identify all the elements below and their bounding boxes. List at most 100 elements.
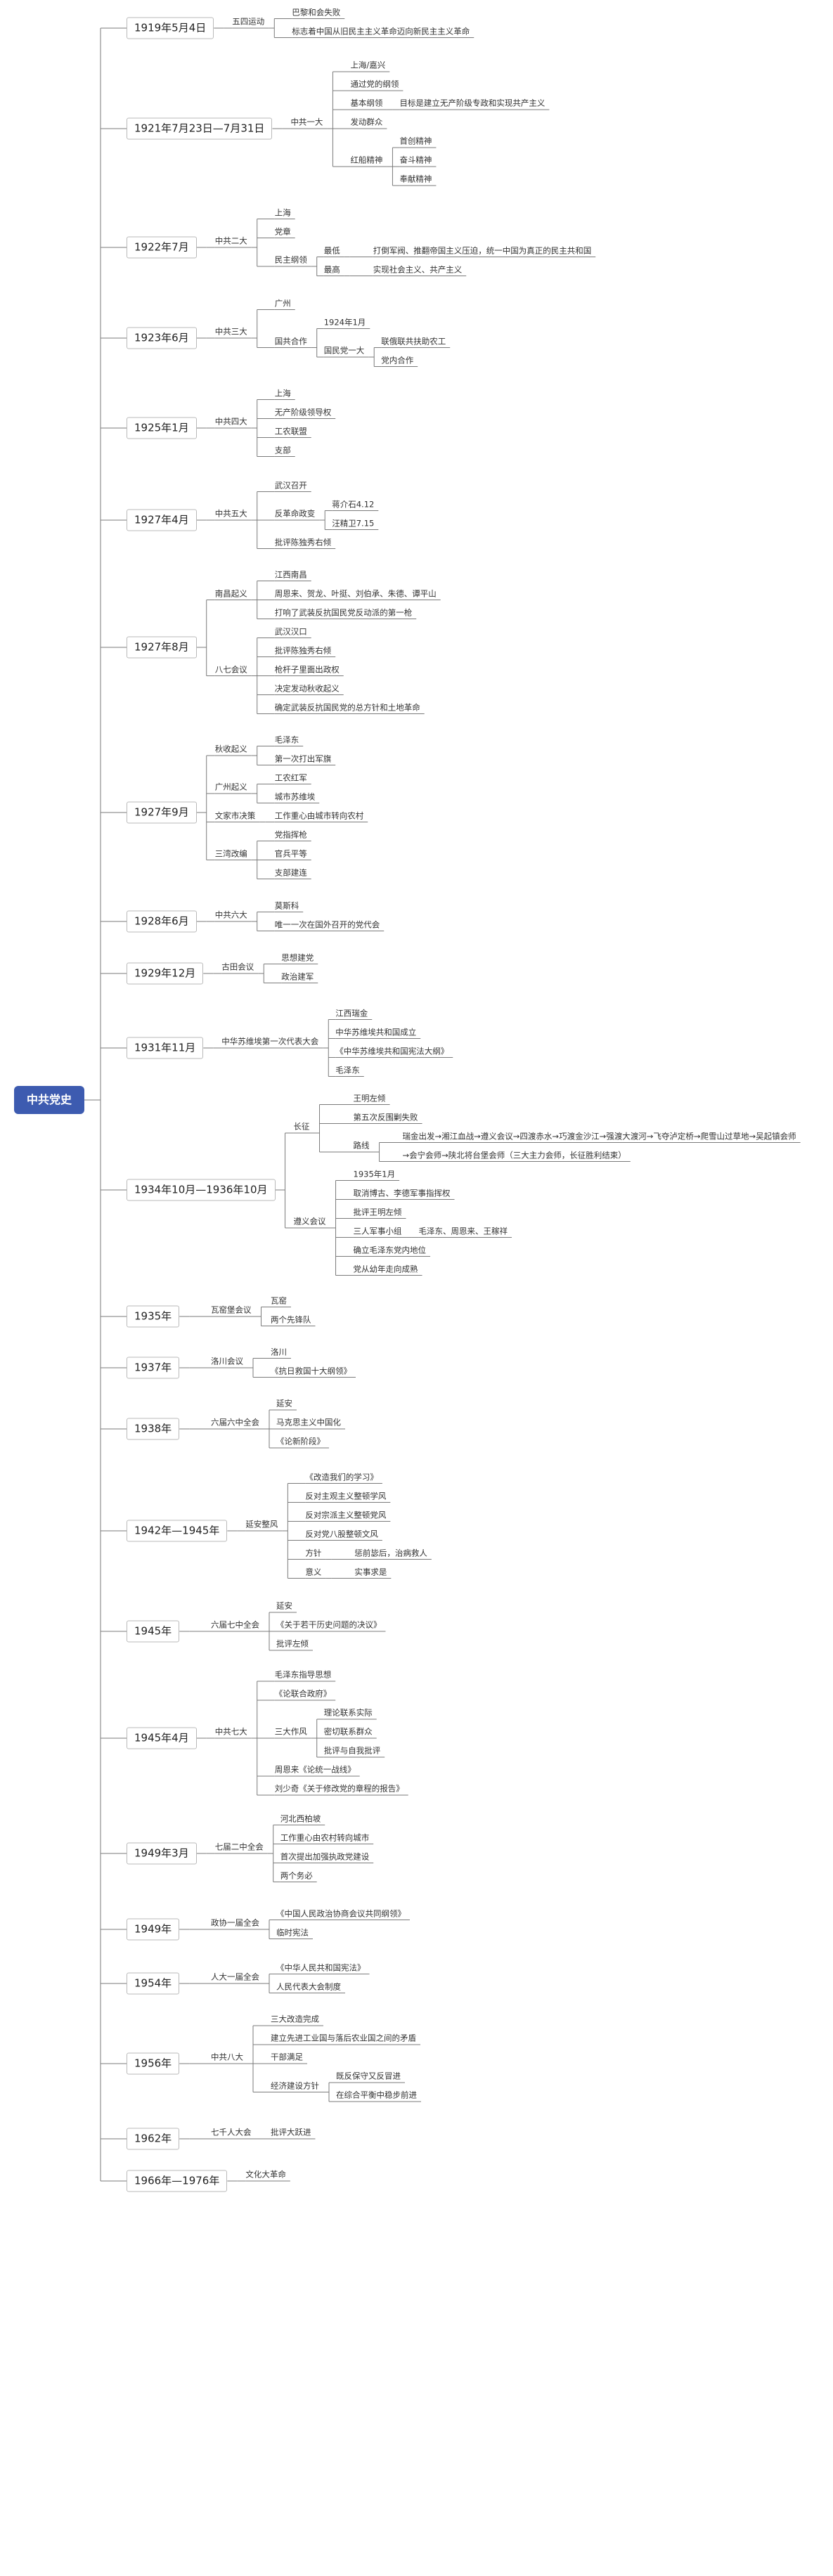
leaf-topic[interactable]: 武汉召开 [274, 480, 307, 490]
leaf-topic[interactable]: 瓦窑 [271, 1295, 287, 1305]
branch-topic[interactable]: 古田会议 [221, 962, 254, 972]
leaf-topic[interactable]: 反对党八股整顿文风 [305, 1529, 378, 1539]
leaf-topic[interactable]: 《中华人民共和国宪法》 [276, 1962, 366, 1972]
leaf-topic[interactable]: 《中国人民政治协商会议共同纲领》 [276, 1908, 406, 1918]
leaf-topic[interactable]: 工农联盟 [274, 426, 307, 436]
leaf-topic[interactable]: 毛泽东 [335, 1065, 360, 1075]
leaf-topic[interactable]: 批评陈独秀右倾 [274, 645, 332, 655]
date-node[interactable]: 1962年 [127, 2128, 180, 2150]
branch-topic[interactable]: 七届二中全会 [214, 1842, 264, 1852]
leaf-topic[interactable]: 第五次反围剿失败 [353, 1112, 418, 1122]
leaf-topic[interactable]: 无产阶级领导权 [274, 407, 332, 417]
leaf-topic[interactable]: 周恩来、贺龙、叶挺、刘伯承、朱德、谭平山 [274, 588, 437, 598]
leaf-topic[interactable]: 反对主观主义整顿学风 [305, 1491, 387, 1501]
leaf-topic[interactable]: 第一次打出军旗 [274, 753, 332, 763]
leaf-topic[interactable]: 《抗日救国十大纲领》 [271, 1366, 351, 1376]
date-node[interactable]: 1949年3月 [127, 1842, 197, 1865]
leaf-topic[interactable]: 枪杆子里面出政权 [274, 664, 340, 674]
leaf-topic[interactable]: 官兵平等 [274, 848, 307, 858]
leaf-topic[interactable]: 城市苏维埃 [274, 791, 316, 801]
branch-topic[interactable]: 中共五大 [214, 508, 247, 519]
leaf-topic[interactable]: 三人军事小组 [353, 1226, 402, 1236]
date-node[interactable]: 1922年7月 [127, 236, 197, 259]
leaf-topic[interactable]: 马克思主义中国化 [276, 1417, 341, 1428]
branch-topic[interactable]: 瓦窑堡会议 [211, 1305, 252, 1315]
leaf-topic[interactable]: 密切联系群众 [323, 1726, 373, 1737]
leaf-topic[interactable]: 三大改造完成 [271, 2014, 319, 2024]
leaf-topic[interactable]: 广州 [274, 298, 291, 308]
leaf-topic[interactable]: 批评左倾 [276, 1638, 309, 1649]
leaf-topic[interactable]: 蒋介石4.12 [332, 499, 375, 509]
leaf-topic[interactable]: 首次提出加强执政党建设 [280, 1851, 370, 1861]
leaf-topic[interactable]: 最低 [323, 245, 340, 255]
branch-topic[interactable]: 遵义会议 [293, 1216, 326, 1226]
leaf-topic[interactable]: 惩前毖后，治病救人 [354, 1548, 427, 1558]
branch-topic[interactable]: 中共四大 [214, 416, 247, 427]
date-node[interactable]: 1929年12月 [127, 962, 204, 985]
leaf-topic[interactable]: 支部 [274, 445, 291, 455]
branch-topic[interactable]: 中共八大 [211, 2052, 243, 2062]
date-node[interactable]: 1925年1月 [127, 417, 197, 439]
leaf-topic[interactable]: 河北西柏坡 [280, 1813, 321, 1823]
branch-topic[interactable]: 中共三大 [214, 326, 247, 337]
leaf-topic[interactable]: 刘少奇《关于修改党的章程的报告》 [274, 1783, 404, 1794]
leaf-topic[interactable]: 反革命政变 [274, 508, 316, 519]
branch-topic[interactable]: 中共七大 [214, 1726, 247, 1737]
leaf-topic[interactable]: 工作重心由农村转向城市 [280, 1832, 370, 1842]
leaf-topic[interactable]: 《中华苏维埃共和国宪法大纲》 [335, 1046, 449, 1056]
leaf-topic[interactable]: 《论新阶段》 [276, 1436, 325, 1446]
leaf-topic[interactable]: 经济建设方针 [271, 2080, 319, 2090]
leaf-topic[interactable]: 理论联系实际 [323, 1707, 373, 1718]
date-node[interactable]: 1934年10月—1936年10月 [127, 1179, 276, 1201]
leaf-topic[interactable]: 《关于若干历史问题的决议》 [276, 1619, 382, 1630]
leaf-topic[interactable]: 三大作风 [274, 1726, 307, 1737]
leaf-topic[interactable]: 毛泽东指导思想 [274, 1669, 332, 1680]
root-topic[interactable]: 中共党史 [14, 1086, 85, 1114]
branch-topic[interactable]: 中共一大 [290, 117, 323, 127]
leaf-topic[interactable]: 建立先进工业国与落后农业国之间的矛盾 [271, 2033, 416, 2043]
date-node[interactable]: 1931年11月 [127, 1037, 204, 1059]
leaf-topic[interactable]: 批评大跃进 [271, 2127, 311, 2137]
leaf-topic[interactable]: 工作重心由城市转向农村 [274, 810, 364, 820]
leaf-topic[interactable]: 批评与自我批评 [323, 1745, 381, 1756]
leaf-topic[interactable]: →会宁会师→陕北将台堡会师（三大主力会师，长征胜利结束） [402, 1150, 626, 1160]
leaf-topic[interactable]: 人民代表大会制度 [276, 1981, 341, 1991]
leaf-topic[interactable]: 发动群众 [350, 117, 383, 127]
leaf-topic[interactable]: 王明左倾 [353, 1093, 386, 1103]
branch-topic[interactable]: 长征 [293, 1121, 310, 1132]
leaf-topic[interactable]: 实事求是 [354, 1567, 387, 1577]
leaf-topic[interactable]: 目标是建立无产阶级专政和实现共产主义 [399, 98, 545, 108]
date-node[interactable]: 1927年9月 [127, 801, 197, 824]
leaf-topic[interactable]: 党内合作 [381, 355, 414, 365]
leaf-topic[interactable]: 临时宪法 [276, 1927, 309, 1937]
leaf-topic[interactable]: 巴黎和会失败 [292, 7, 341, 17]
leaf-topic[interactable]: 国民党一大 [323, 345, 365, 356]
leaf-topic[interactable]: 上海/嘉兴 [350, 60, 386, 70]
branch-topic[interactable]: 六届六中全会 [211, 1417, 259, 1428]
leaf-topic[interactable]: 江西南昌 [274, 569, 307, 579]
leaf-topic[interactable]: 意义 [305, 1567, 322, 1577]
leaf-topic[interactable]: 打响了武装反抗国民党反动派的第一枪 [274, 607, 413, 617]
leaf-topic[interactable]: 红船精神 [350, 155, 383, 165]
leaf-topic[interactable]: 毛泽东 [274, 734, 299, 744]
leaf-topic[interactable]: 汪精卫7.15 [332, 518, 375, 528]
leaf-topic[interactable]: 方针 [305, 1548, 322, 1558]
leaf-topic[interactable]: 确定武装反抗国民党的总方针和土地革命 [274, 702, 420, 712]
leaf-topic[interactable]: 批评王明左倾 [353, 1207, 402, 1217]
leaf-topic[interactable]: 最高 [323, 264, 340, 274]
branch-topic[interactable]: 南昌起义 [214, 588, 247, 598]
leaf-topic[interactable]: 决定发动秋收起义 [274, 683, 340, 693]
date-node[interactable]: 1923年6月 [127, 327, 197, 349]
leaf-topic[interactable]: 中华苏维埃共和国成立 [335, 1027, 417, 1037]
leaf-topic[interactable]: 江西瑞金 [335, 1008, 368, 1018]
branch-topic[interactable]: 中华苏维埃第一次代表大会 [221, 1036, 319, 1047]
leaf-topic[interactable]: 延安 [276, 1398, 292, 1409]
leaf-topic[interactable]: 莫斯科 [274, 900, 299, 910]
leaf-topic[interactable]: 既反保守又反冒进 [336, 2071, 401, 2081]
leaf-topic[interactable]: 瑞金出发→湘江血战→遵义会议→四渡赤水→巧渡金沙江→强渡大渡河→飞夺泸定桥→爬雪… [402, 1131, 796, 1141]
date-node[interactable]: 1942年—1945年 [127, 1520, 228, 1542]
branch-topic[interactable]: 秋收起义 [214, 744, 247, 754]
leaf-topic[interactable]: 《论联合政府》 [274, 1688, 332, 1699]
leaf-topic[interactable]: 首创精神 [399, 136, 432, 146]
date-node[interactable]: 1945年 [127, 1620, 180, 1643]
